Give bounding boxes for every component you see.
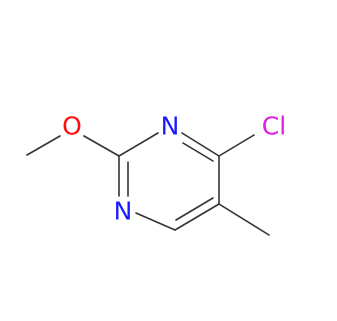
- bond-n-top-c4: [181, 132, 220, 157]
- bond-n-top-c4-double: [182, 142, 214, 162]
- nitrogen-top-atom-label: N: [161, 112, 180, 141]
- oxygen-atom-label: O: [62, 112, 82, 141]
- bond-oxygen-c2: [83, 135, 120, 157]
- bond-c5-c6: [174, 203, 220, 231]
- bond-c4-chlorine: [218, 134, 255, 157]
- atom-labels-group: O N N Cl: [62, 112, 286, 226]
- bond-c2-n-top: [118, 132, 159, 157]
- bond-c5-c6-double: [175, 197, 214, 221]
- bond-c6-n-bottom: [135, 212, 176, 231]
- bond-c5-methyl: [218, 203, 270, 236]
- bond-methoxy-methyl: [26, 135, 61, 156]
- chlorine-atom-label: Cl: [262, 112, 286, 141]
- nitrogen-bottom-atom-label: N: [114, 197, 133, 226]
- bonds-group: [26, 132, 270, 236]
